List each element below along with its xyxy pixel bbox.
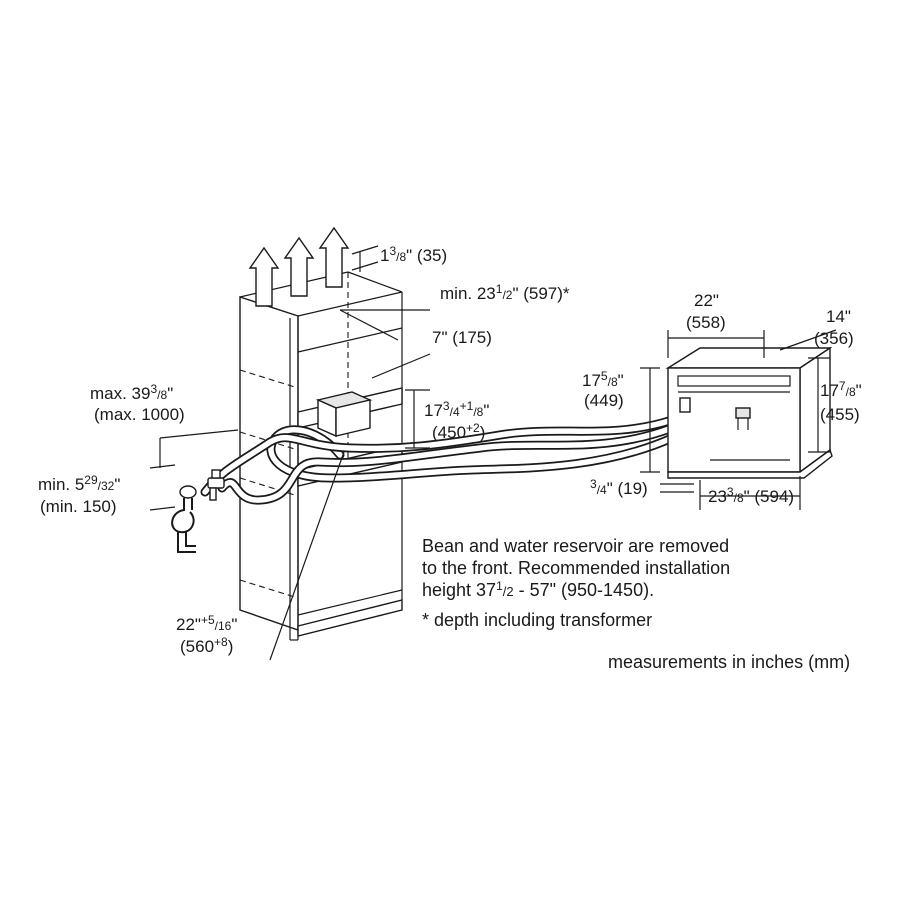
label-unit-depth-line1: 14" — [826, 307, 851, 326]
label-unit-left-h-line2: (449) — [584, 391, 624, 410]
note-units: measurements in inches (mm) — [608, 652, 850, 672]
tall-cabinet — [239, 271, 403, 641]
label-unit-right-h-line1: 177/8" — [820, 379, 862, 400]
label-niche-height-line1: 173/4+1/8" — [424, 399, 489, 420]
label-min-drain-line1: min. 529/32" — [38, 473, 120, 494]
label-max-height-line2: (max. 1000) — [94, 405, 185, 424]
ventilation-arrow-icon — [248, 226, 350, 307]
label-unit-bottom-w: 233/8" (594) — [708, 485, 794, 506]
drain-trap-icon — [171, 485, 197, 553]
note-depth: * depth including transformer — [422, 610, 652, 630]
supply-hoses — [200, 415, 677, 505]
label-inner-7: 7" (175) — [432, 328, 492, 347]
label-max-height-line1: max. 393/8" — [90, 382, 173, 403]
note-reservoir-line1: Bean and water reservoir are removed — [422, 536, 729, 556]
coffee-machine — [665, 346, 833, 479]
label-unit-width-line2: (558) — [686, 313, 726, 332]
label-min-depth: min. 231/2" (597)* — [440, 282, 570, 303]
water-tap-icon — [207, 469, 225, 501]
label-niche-width-line2: (560+8) — [180, 635, 233, 656]
label-unit-depth-line2: (356) — [814, 329, 854, 348]
label-unit-right-h-line2: (455) — [820, 405, 860, 424]
dimension-lines — [149, 245, 837, 661]
label-unit-left-h-line1: 175/8" — [582, 369, 624, 390]
note-reservoir-line2: to the front. Recommended installation — [422, 558, 730, 578]
label-niche-height-line2: (450+2) — [432, 421, 485, 442]
label-min-drain-line2: (min. 150) — [40, 497, 117, 516]
note-reservoir-line3: height 371/2 - 57" (950-1450). — [422, 579, 654, 600]
label-niche-width-line1: 22"+5/16" — [176, 613, 237, 634]
label-vent-gap: 13/8" (35) — [380, 244, 447, 265]
label-unit-width-line1: 22" — [694, 291, 719, 310]
label-frame-gap: 3/4" (19) — [590, 477, 648, 498]
